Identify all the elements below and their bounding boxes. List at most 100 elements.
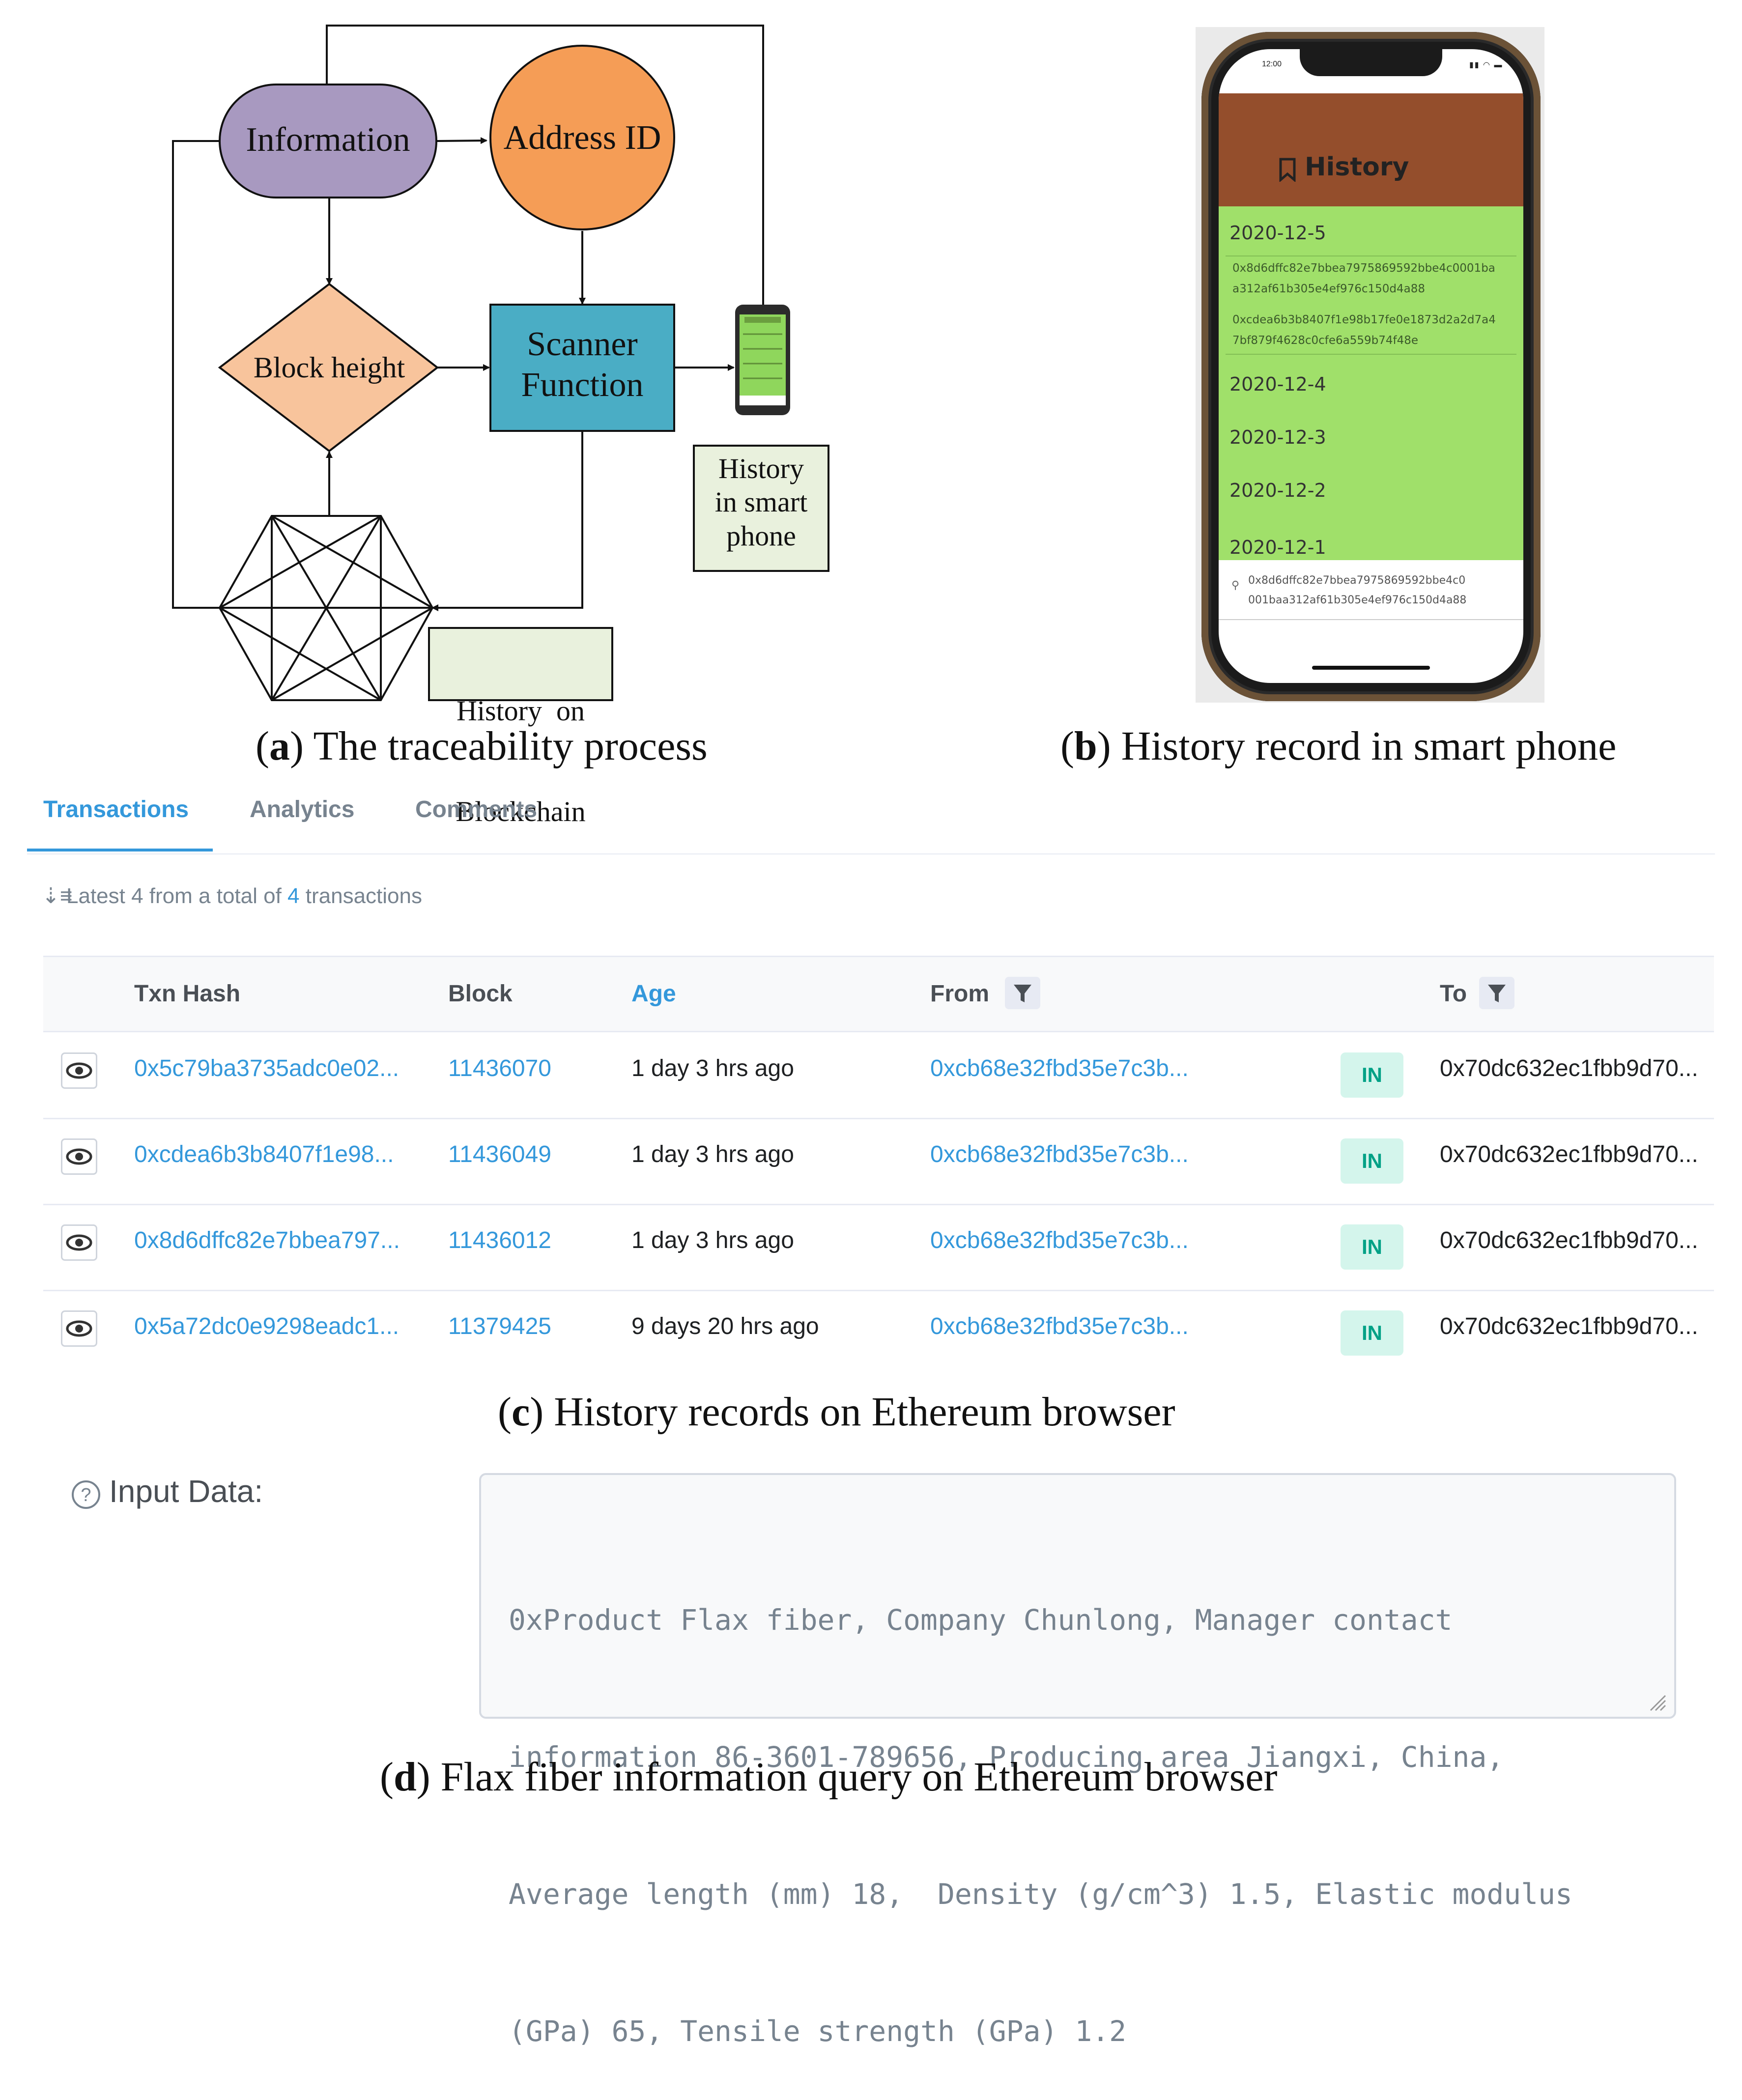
age-text: 1 day 3 hrs ago	[631, 1227, 794, 1253]
txn-hash-link[interactable]: 0x5c79ba3735adc0e02...	[134, 1055, 400, 1081]
block-link[interactable]: 11436012	[448, 1227, 551, 1253]
direction-badge: IN	[1341, 1224, 1403, 1270]
address-id-label: Address ID	[503, 119, 661, 157]
from-address-link[interactable]: 0xcb68e32fbd35e7c3b...	[930, 1055, 1189, 1081]
eye-icon	[66, 1148, 92, 1165]
to-address-text: 0x70dc632ec1fbb9d70...	[1440, 1055, 1698, 1081]
history-blockchain-label: History on Blockchain	[456, 694, 586, 828]
to-address-text: 0x70dc632ec1fbb9d70...	[1440, 1141, 1698, 1167]
information-node	[219, 84, 437, 199]
caption-b: (b) History record in smart phone	[1060, 723, 1617, 769]
caption-d: (d) Flax fiber information query on Ethe…	[380, 1754, 1278, 1800]
home-indicator[interactable]	[1312, 666, 1430, 670]
from-address-link[interactable]: 0xcb68e32fbd35e7c3b...	[930, 1141, 1189, 1167]
filter-icon	[1488, 985, 1506, 1002]
col-to: To	[1440, 981, 1467, 1007]
from-filter-button[interactable]	[1005, 977, 1040, 1009]
view-details-button[interactable]	[61, 1052, 97, 1089]
active-tab-indicator	[27, 849, 213, 851]
row-divider	[43, 1290, 1714, 1291]
blockchain-network-icon	[218, 515, 434, 701]
tab-analytics[interactable]: Analytics	[250, 796, 355, 823]
svg-text:?: ?	[81, 1485, 91, 1505]
sort-icon[interactable]: ⇣≡	[42, 884, 73, 908]
history-smart-phone-label: History in smart phone	[714, 453, 808, 552]
transaction-summary: ⇣≡Latest 4 from a total of 4 transaction…	[42, 884, 422, 908]
view-details-button[interactable]	[61, 1224, 97, 1261]
col-txn-hash: Txn Hash	[134, 981, 241, 1007]
block-link[interactable]: 11436070	[448, 1055, 551, 1081]
filter-icon	[1014, 985, 1031, 1002]
view-details-button[interactable]	[61, 1310, 97, 1347]
history-smart-phone-box	[693, 445, 829, 572]
row-divider	[43, 1204, 1714, 1205]
block-link[interactable]: 11379425	[448, 1313, 551, 1339]
status-time: 12:00	[1262, 60, 1282, 68]
arrow-blockchain-to-information	[172, 140, 220, 609]
age-text: 9 days 20 hrs ago	[631, 1313, 819, 1339]
scanner-function-label: Scanner Function	[521, 325, 644, 404]
tab-divider	[27, 853, 1715, 854]
direction-badge: IN	[1341, 1052, 1403, 1098]
eye-icon	[66, 1234, 92, 1251]
from-address-link[interactable]: 0xcb68e32fbd35e7c3b...	[930, 1227, 1189, 1253]
age-text: 1 day 3 hrs ago	[631, 1055, 794, 1081]
address-id-node	[489, 45, 675, 230]
phone-notch	[1300, 49, 1442, 76]
history-header: History	[1219, 93, 1523, 206]
age-text: 1 day 3 hrs ago	[631, 1141, 794, 1167]
block-height-label: Block height	[253, 351, 405, 384]
history-date-item[interactable]: 2020-12-2	[1229, 480, 1326, 501]
resize-grip-icon[interactable]	[1648, 1693, 1667, 1712]
from-address-link[interactable]: 0xcb68e32fbd35e7c3b...	[930, 1313, 1189, 1339]
history-blockchain-box	[428, 627, 613, 701]
eye-icon	[66, 1062, 92, 1079]
input-data-textarea[interactable]	[479, 1473, 1676, 1719]
history-date-item[interactable]: 2020-12-1	[1229, 537, 1326, 558]
input-data-label: Input Data:	[109, 1474, 263, 1509]
history-date-item[interactable]: 2020-12-3	[1229, 426, 1326, 448]
arrow-phone-to-information	[326, 25, 764, 307]
information-label: Information	[246, 121, 410, 159]
help-icon[interactable]: ?	[70, 1479, 102, 1510]
history-date-item[interactable]: 2020-12-5	[1229, 222, 1326, 244]
view-details-button[interactable]	[61, 1138, 97, 1175]
smartphone-icon	[735, 305, 790, 415]
caption-c: (c) History records on Ethereum browser	[498, 1389, 1175, 1435]
arrow-scanner-to-blockchain	[431, 431, 583, 611]
block-height-node	[218, 283, 439, 453]
history-title: History	[1305, 152, 1409, 182]
to-filter-button[interactable]	[1479, 977, 1514, 1009]
block-link[interactable]: 11436049	[448, 1141, 551, 1167]
traceability-diagram	[172, 25, 829, 701]
bookmark-icon	[1279, 158, 1296, 182]
phone-screen: 12:00 ▮▮ ◠ ▬ History 2020-12-5 0x8d6dffc…	[1219, 49, 1523, 683]
txn-hash-link[interactable]: 0x8d6dffc82e7bbea797...	[134, 1227, 400, 1253]
history-divider	[1226, 255, 1516, 256]
history-list: 2020-12-5 0x8d6dffc82e7bbea7975869592bbe…	[1219, 206, 1523, 560]
input-data-content: 0xProduct Flax fiber, Company Chunlong, …	[509, 1603, 1572, 2048]
history-divider	[1226, 354, 1516, 355]
tab-transactions[interactable]: Transactions	[43, 796, 189, 823]
eye-icon	[66, 1320, 92, 1337]
col-from: From	[930, 981, 989, 1007]
to-address-text: 0x70dc632ec1fbb9d70...	[1440, 1313, 1698, 1339]
txn-hash-link[interactable]: 0x5a72dc0e9298eadc1...	[134, 1313, 400, 1339]
status-icons: ▮▮ ◠ ▬	[1469, 61, 1503, 69]
direction-badge: IN	[1341, 1138, 1403, 1184]
search-icon: ⚲	[1231, 579, 1240, 591]
scanner-function-node	[489, 304, 675, 432]
caption-a: (a) The traceability process	[256, 723, 708, 769]
row-divider	[43, 1118, 1714, 1119]
to-address-text: 0x70dc632ec1fbb9d70...	[1440, 1227, 1698, 1253]
table-header	[43, 956, 1714, 1032]
col-age[interactable]: Age	[631, 981, 676, 1007]
history-date-item[interactable]: 2020-12-4	[1229, 373, 1326, 395]
tab-comments[interactable]: Comments	[415, 796, 538, 823]
col-block: Block	[448, 981, 513, 1007]
txn-hash-link[interactable]: 0xcdea6b3b8407f1e98...	[134, 1141, 394, 1167]
